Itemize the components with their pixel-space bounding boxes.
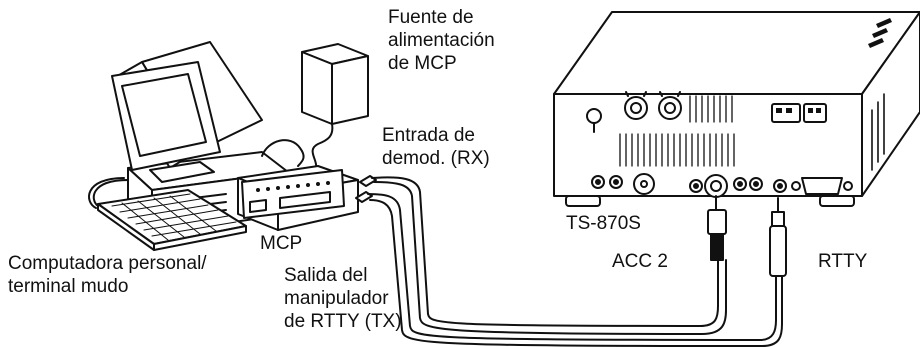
mcp-unit (237, 165, 359, 231)
computer-illustration (88, 41, 289, 251)
acc2-plug (707, 195, 727, 261)
mcp-power-supply (301, 43, 369, 169)
demod-input-label: Entrada de demod. (RX) (382, 125, 490, 169)
rtty-label: RTTY (818, 251, 868, 272)
transceiver-rear (553, 11, 920, 207)
keying-output-label: Salida del manipulador de RTTY (TX) (284, 265, 402, 332)
computer-label: Computadora personal/ terminal mudo (8, 253, 207, 297)
rx-cable (359, 175, 727, 335)
rtty-plug (769, 197, 787, 277)
acc2-label: ACC 2 (612, 251, 668, 272)
tx-cable (355, 191, 783, 347)
radio-model-label: TS-870S (566, 213, 641, 234)
mcp-label: MCP (260, 233, 303, 254)
psu-label: Fuente de alimentación de MCP (388, 7, 495, 74)
